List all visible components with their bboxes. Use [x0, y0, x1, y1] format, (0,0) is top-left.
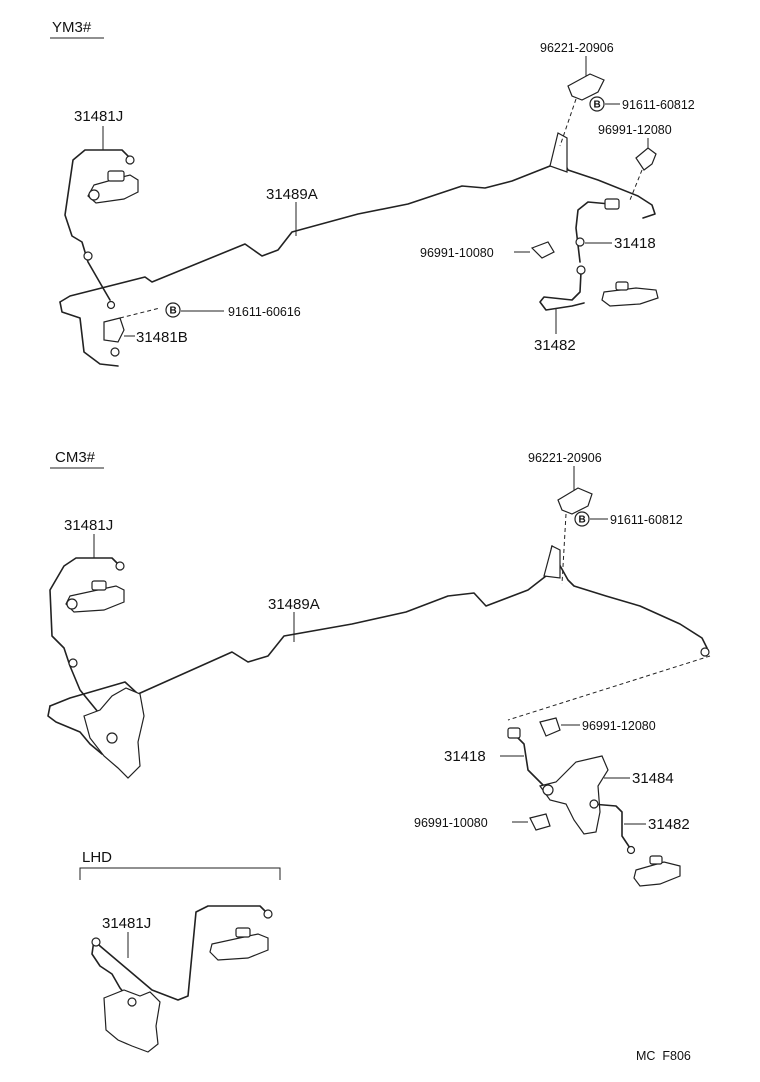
pipe-fitting — [127, 997, 137, 1007]
part-label-96991-10080: 96991-10080 — [414, 816, 488, 830]
part-label-91611-60616: 91611-60616 — [228, 305, 301, 319]
bracket-31484 — [538, 755, 609, 835]
pipe-31482 — [539, 271, 585, 311]
part-label-96221-20906: 96221-20906 — [540, 41, 614, 55]
pipe-fitting — [589, 799, 599, 809]
leader-dashed — [629, 169, 643, 201]
pipe-31482 — [591, 803, 631, 849]
bolt-hole — [542, 784, 554, 796]
pipe-fitting — [626, 845, 636, 855]
clutch-master-cylinder — [65, 580, 125, 613]
pipe-31489a — [49, 545, 708, 707]
hose-31418 — [513, 733, 545, 787]
clutch-master-cylinder — [87, 170, 139, 204]
part-label-31481b: 31481B — [136, 329, 188, 346]
part-label-31481j: 31481J — [102, 915, 151, 932]
section-title-lhd: LHD — [82, 849, 112, 866]
pipe-clamp-96221 — [567, 73, 605, 101]
section-title-ym3: YM3# — [52, 19, 92, 36]
clip-96991-10080 — [530, 241, 555, 259]
hose-fitting — [575, 237, 585, 247]
part-label-31482: 31482 — [534, 337, 576, 354]
pipe-fitting — [125, 155, 135, 165]
pipe-clamp-bracket — [549, 132, 568, 173]
part-label-96991-12080: 96991-12080 — [582, 719, 656, 733]
pipe-union — [68, 658, 78, 668]
section-title-cm3: CM3# — [55, 449, 96, 466]
clip-96991-12080 — [539, 717, 561, 737]
leader-dashed — [559, 98, 577, 147]
pipe-bracket-31481b — [103, 317, 125, 357]
hose-fitting — [604, 198, 620, 210]
leader-dashed — [119, 307, 161, 319]
hose-31418 — [575, 201, 611, 263]
clutch-master-cylinder — [209, 927, 269, 961]
pipe-clamp-bracket — [543, 545, 561, 579]
pipe-fitting — [91, 937, 101, 947]
leader-dashed — [561, 513, 567, 585]
hose-fitting — [507, 727, 521, 739]
pipe-fitting — [263, 909, 273, 919]
clip-96991-10080 — [529, 813, 551, 831]
section-ym3: YM3# B 91611-60616 31481B 3 — [50, 19, 695, 367]
part-label-91611-60812: 91611-60812 — [610, 513, 683, 527]
section-lhd: LHD 31481J — [79, 849, 281, 1053]
clip-96991-12080 — [635, 147, 657, 171]
pipe-fitting — [700, 647, 710, 657]
pipe-31481j — [49, 557, 121, 723]
pipe-fitting — [576, 265, 586, 275]
pipe-31489a-return — [59, 301, 119, 367]
part-label-31418: 31418 — [614, 235, 656, 252]
part-label-31481j: 31481J — [64, 517, 113, 534]
clutch-release-cylinder — [633, 855, 681, 887]
pipe-fitting — [106, 732, 118, 744]
pipe-fitting — [106, 300, 116, 310]
bolt-icon — [574, 511, 590, 527]
part-label-31481j: 31481J — [74, 108, 123, 125]
leader-dashed — [507, 655, 711, 721]
part-label-31489a: 31489A — [268, 596, 320, 613]
bolt-icon — [165, 302, 181, 318]
clutch-release-cylinder — [601, 281, 659, 307]
pipe-clamp-96221 — [557, 487, 593, 515]
diagram-code: MC F806 — [636, 1049, 691, 1063]
section-cm3: CM3# 31481J 31489A 96221-20906 B — [47, 449, 711, 887]
part-label-96221-20906: 96221-20906 — [528, 451, 602, 465]
bolt-icon — [589, 96, 605, 112]
pipe-31489a-return — [47, 705, 103, 755]
part-label-91611-60812: 91611-60812 — [622, 98, 695, 112]
part-label-96991-10080: 96991-10080 — [420, 246, 494, 260]
pedal-bracket — [103, 989, 161, 1053]
pipe-31481j-lhd — [91, 905, 269, 1001]
pipe-union — [83, 251, 93, 261]
pipe-31489a — [59, 149, 656, 303]
part-label-31418: 31418 — [444, 748, 486, 765]
lhd-bracket-line — [79, 867, 281, 880]
part-label-31489a: 31489A — [266, 186, 318, 203]
bolt-symbol: B — [579, 515, 586, 526]
part-label-31482: 31482 — [648, 816, 690, 833]
bolt-symbol: B — [170, 306, 177, 317]
part-label-31484: 31484 — [632, 770, 674, 787]
part-label-96991-12080: 96991-12080 — [598, 123, 672, 137]
bolt-symbol: B — [594, 100, 601, 111]
pipe-fitting — [115, 561, 125, 571]
